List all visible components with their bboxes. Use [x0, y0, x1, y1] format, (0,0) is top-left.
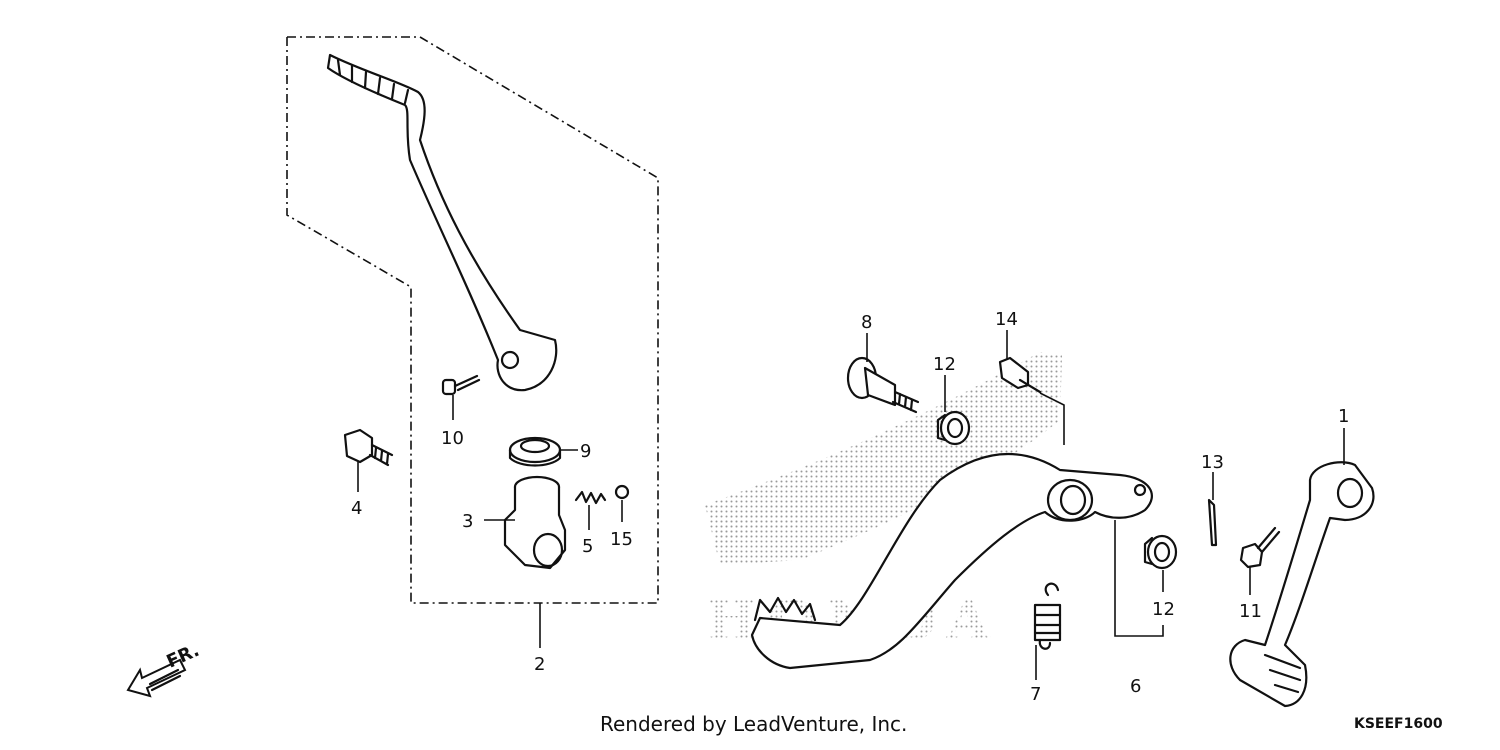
- callout-12-upper: 12: [933, 354, 956, 375]
- callout-8: 8: [861, 312, 872, 333]
- clip-14: [998, 356, 1042, 394]
- callout-7: 7: [1030, 684, 1041, 705]
- callout-15: 15: [610, 529, 633, 550]
- front-arrow-label: FR.: [163, 640, 202, 673]
- cotter-pin-13: [1207, 498, 1218, 547]
- diagram-code: KSEEF1600: [1354, 716, 1443, 732]
- arrow-left-icon: [126, 658, 187, 698]
- render-credit: Rendered by LeadVenture, Inc.: [600, 712, 908, 736]
- collar-12-upper: [936, 410, 971, 446]
- bolt-11: [1239, 526, 1281, 569]
- callout-4: 4: [351, 498, 362, 519]
- callout-1: 1: [1338, 406, 1349, 427]
- bolt-10: [441, 374, 481, 396]
- front-direction-arrow: FR.: [126, 640, 202, 698]
- brake-pedal-6: [750, 452, 1153, 670]
- callout-10: 10: [441, 428, 464, 449]
- oil-seal-9: [508, 436, 562, 467]
- leader-lines: [357, 330, 1345, 680]
- gearshift-pedal-1: [1229, 461, 1375, 708]
- pivot-bolt-8: [846, 356, 920, 414]
- honda-watermark: HONDA: [705, 352, 1062, 654]
- callout-5: 5: [582, 536, 593, 557]
- kickstarter-arm: [326, 53, 558, 392]
- kickstarter-boss-3: [503, 475, 567, 570]
- callout-12-lower: 12: [1152, 599, 1175, 620]
- spring-5: [574, 490, 607, 505]
- collar-12-lower: [1143, 534, 1178, 570]
- return-spring-7: [1033, 582, 1062, 650]
- bolt-4: [343, 428, 394, 467]
- steel-ball-15: [614, 484, 630, 500]
- kickstarter-assembly-boundary: [286, 36, 659, 604]
- callout-labels: 1 2 3 4 5 6 7 8 9 10 11 12 12 13 14 15: [351, 309, 1349, 705]
- callout-13: 13: [1201, 452, 1224, 473]
- callout-9: 9: [580, 441, 591, 462]
- callout-6: 6: [1130, 676, 1141, 697]
- callout-2: 2: [534, 654, 545, 675]
- callout-11: 11: [1239, 601, 1262, 622]
- callout-14: 14: [995, 309, 1018, 330]
- callout-3: 3: [462, 511, 473, 532]
